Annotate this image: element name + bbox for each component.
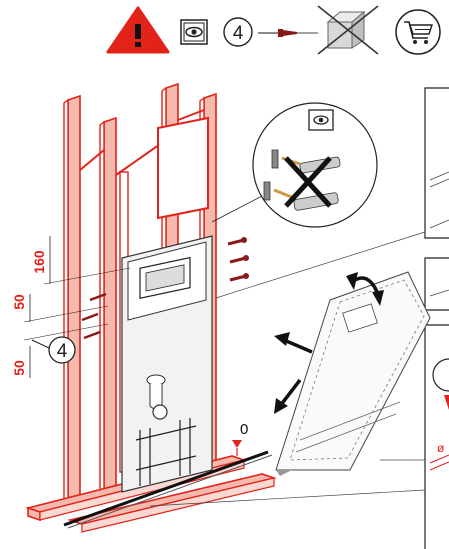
detail-bubble — [211, 102, 378, 228]
count-circle-icon: 4 — [223, 17, 253, 47]
installation-frame — [63, 235, 273, 529]
rotate-arrow-icon — [346, 272, 384, 306]
dimension-50-bottom: 50 — [11, 323, 109, 378]
screw-icon-3 — [229, 273, 249, 282]
screw-icon-4 — [81, 292, 107, 340]
diameter-symbol: ø — [437, 441, 445, 455]
level-offset-label: 0 — [240, 421, 248, 438]
cross-icon — [284, 156, 332, 208]
side-panel-middle — [424, 257, 449, 311]
screw-icon-1 — [227, 237, 247, 246]
tilted-frame — [274, 271, 431, 476]
warning-triangle-icon — [106, 6, 170, 54]
screw-icon — [258, 29, 297, 37]
leader-line-3 — [149, 489, 426, 507]
height-160-label: 160 — [31, 250, 47, 274]
circled-count-label: 4 — [57, 341, 68, 362]
top-spacing-label: 50 — [11, 294, 27, 310]
side-panel-top — [424, 87, 449, 239]
eye-inspect-icon-small — [308, 109, 334, 131]
eye-inspect-icon — [180, 19, 208, 45]
screw-count-label: 4 — [233, 23, 244, 44]
arrow-down-left-icon — [274, 378, 302, 414]
bottom-spacing-label: 50 — [11, 360, 27, 376]
side-panel-bottom: ø — [424, 324, 449, 549]
dimension-160: 160 — [31, 236, 131, 285]
no-box-icon — [297, 5, 379, 55]
wall-screws — [81, 237, 249, 340]
shopping-cart-icon — [395, 9, 441, 55]
count-circle-4: 4 — [31, 336, 76, 364]
arrow-left-icon — [274, 332, 313, 354]
leader-line-1 — [215, 231, 426, 299]
dimension-50-top: 50 — [11, 294, 109, 323]
screw-icon-2 — [229, 255, 249, 264]
level-zero-marker: 0 — [232, 421, 248, 456]
